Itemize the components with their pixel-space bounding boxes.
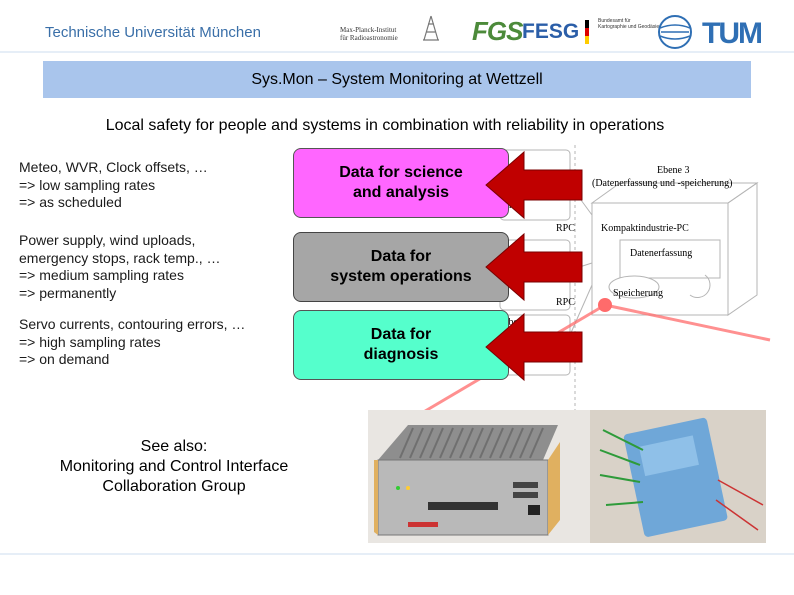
globe-icon [658, 15, 692, 49]
diagram-layer-subtitle: (Datenerfassung und -speicherung) [592, 178, 733, 189]
operations-data-box: Data for system operations [293, 232, 509, 302]
mpi-logo: Max-Planck-Institut für Radioastronomie [340, 26, 398, 42]
header-divider [0, 51, 794, 53]
diagnosis-arrow-icon [485, 312, 583, 382]
science-data-box: Data for science and analysis [293, 148, 509, 218]
footer-divider [0, 553, 794, 555]
slide-subtitle: Local safety for people and systems in c… [105, 117, 665, 134]
slide-title: Sys.Mon – System Monitoring at Wettzell [43, 61, 751, 98]
see-also-note: See also: Monitoring and Control Interfa… [59, 438, 289, 495]
fesg-logo: FESG [522, 20, 580, 43]
diagram-pc-label: Kompaktindustrie-PC [601, 223, 689, 234]
diagram-layer-title: Ebene 3 [657, 165, 690, 176]
diagram-storage: Speicherung [613, 288, 663, 299]
science-arrow-icon [485, 150, 583, 220]
fgs-logo: FGS [472, 16, 523, 46]
diagram-rpc-upper: RPC [556, 223, 575, 234]
operations-arrow-icon [485, 232, 583, 302]
university-name: Technische Universität München [45, 24, 261, 41]
architecture-diagram: Ebene 3 (Datenerfassung und -speicherung… [499, 145, 759, 410]
antenna-icon [423, 15, 439, 41]
bkg-logo-text: Bundesamt für Kartographie und Geodäsie [598, 18, 660, 30]
tum-logo: TUM [702, 17, 763, 50]
monitoring-category-servo: Servo currents, contouring errors, … => … [19, 316, 246, 367]
diagram-fragment-lower: abe [504, 317, 518, 328]
monitoring-category-meteo: Meteo, WVR, Clock offsets, … => low samp… [19, 159, 208, 210]
federal-eagle-icon [585, 20, 589, 44]
hardware-photo [368, 410, 766, 543]
monitoring-category-power: Power supply, wind uploads, emergency st… [19, 232, 221, 301]
diagram-acquisition: Datenerfassung [630, 248, 692, 259]
diagram-rpc-lower: RPC [556, 297, 575, 308]
diagnosis-data-box: Data for diagnosis [293, 310, 509, 380]
